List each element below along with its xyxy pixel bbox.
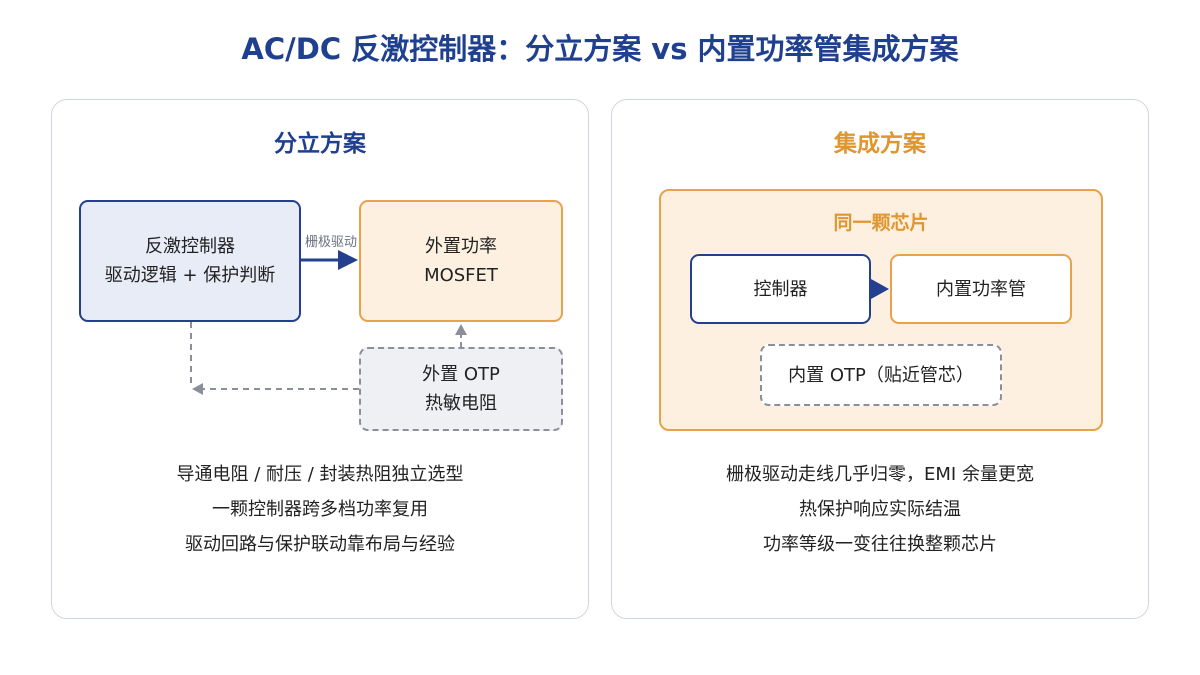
discrete-note: 一颗控制器跨多档功率复用 bbox=[212, 499, 428, 520]
otp-feedback-arrowhead bbox=[192, 383, 203, 395]
integrated-note: 热保护响应实际结温 bbox=[799, 499, 961, 520]
page-title: AC/DC 反激控制器：分立方案 vs 内置功率管集成方案 bbox=[241, 32, 959, 66]
otp-sense-arrowhead bbox=[455, 324, 467, 335]
discrete-note: 导通电阻 / 耐压 / 封装热阻独立选型 bbox=[176, 464, 464, 485]
gate-drive-arrowhead bbox=[338, 250, 358, 270]
external-otp-sublabel: 热敏电阻 bbox=[425, 393, 497, 414]
internal-otp-box: 内置 OTP（贴近管芯） bbox=[760, 344, 1002, 406]
external-mosfet-label: 外置功率 bbox=[425, 236, 497, 257]
integrated-controller-box: 控制器 bbox=[690, 254, 871, 324]
integrated-note: 功率等级一变往往换整颗芯片 bbox=[763, 534, 997, 555]
discrete-connectors bbox=[190, 250, 467, 395]
single-chip-box: 同一颗芯片 控制器 内置功率管 内置 OTP（贴近管芯） bbox=[659, 189, 1103, 431]
internal-drive-arrowhead bbox=[871, 279, 889, 299]
integrated-heading: 集成方案 bbox=[834, 131, 926, 157]
external-otp-box: 外置 OTP 热敏电阻 bbox=[359, 347, 563, 431]
internal-power-switch-label: 内置功率管 bbox=[936, 278, 1026, 300]
discrete-heading: 分立方案 bbox=[274, 131, 366, 157]
external-mosfet-sublabel: MOSFET bbox=[424, 265, 498, 286]
flyback-controller-label: 反激控制器 bbox=[145, 236, 235, 257]
internal-power-switch-box: 内置功率管 bbox=[890, 254, 1072, 324]
discrete-panel: 分立方案 反激控制器 驱动逻辑 + 保护判断 栅极驱动 外置功率 MOSFET … bbox=[51, 99, 589, 619]
discrete-notes: 导通电阻 / 耐压 / 封装热阻独立选型 一颗控制器跨多档功率复用 驱动回路与保… bbox=[52, 457, 588, 562]
integrated-controller-label: 控制器 bbox=[753, 278, 808, 300]
integrated-connectors bbox=[871, 279, 889, 299]
external-mosfet-box: 外置功率 MOSFET bbox=[359, 200, 563, 322]
discrete-note: 驱动回路与保护联动靠布局与经验 bbox=[185, 534, 455, 555]
integrated-note: 栅极驱动走线几乎归零，EMI 余量更宽 bbox=[726, 464, 1034, 485]
gate-drive-label: 栅极驱动 bbox=[304, 235, 357, 250]
integrated-panel: 集成方案 同一颗芯片 控制器 内置功率管 内置 OTP（贴近管芯） 栅极驱动走线… bbox=[611, 99, 1149, 619]
integrated-notes: 栅极驱动走线几乎归零，EMI 余量更宽 热保护响应实际结温 功率等级一变往往换整… bbox=[612, 457, 1148, 562]
internal-otp-label: 内置 OTP（贴近管芯） bbox=[788, 364, 974, 386]
external-otp-label: 外置 OTP bbox=[422, 364, 500, 385]
single-chip-title: 同一颗芯片 bbox=[833, 212, 929, 234]
flyback-controller-box: 反激控制器 驱动逻辑 + 保护判断 bbox=[79, 200, 301, 322]
flyback-controller-sublabel: 驱动逻辑 + 保护判断 bbox=[104, 265, 276, 286]
